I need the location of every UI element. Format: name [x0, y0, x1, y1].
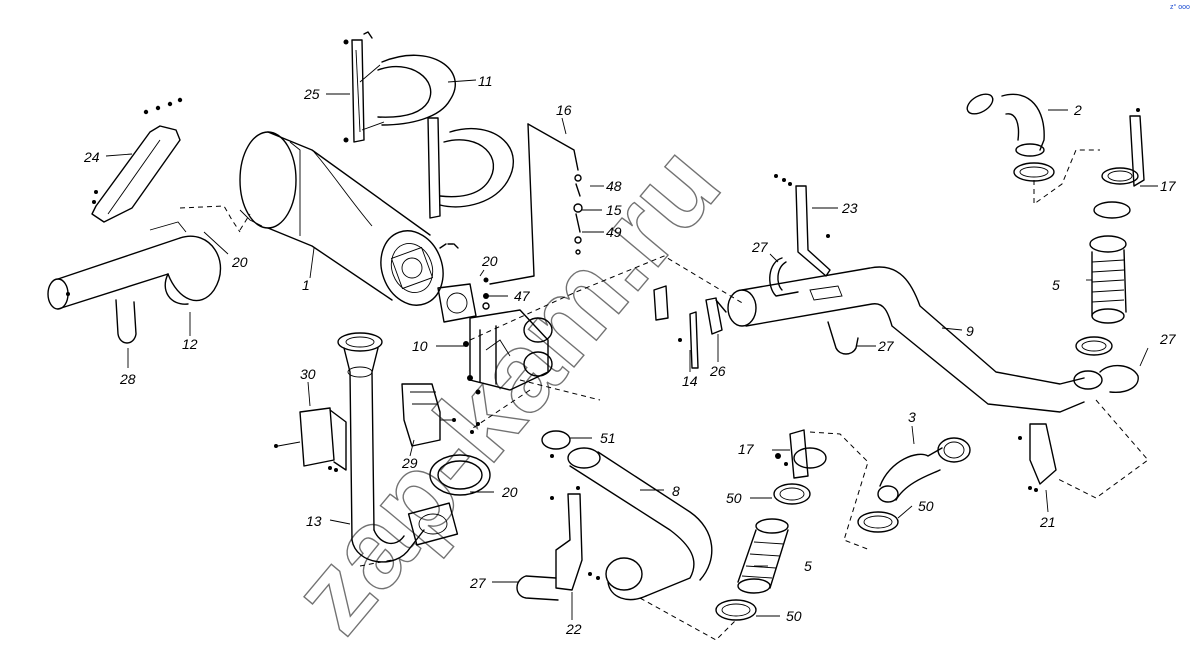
part-17-clamp-bracket-upper [1101, 108, 1145, 187]
callout-5-lower: 5 [804, 558, 812, 574]
callout-15: 15 [606, 202, 622, 218]
part-21-bracket [1018, 423, 1057, 492]
part-27-u-bolt-a [769, 257, 799, 297]
callout-25: 25 [303, 86, 320, 102]
part-17-clamp-bracket-lower [775, 429, 827, 479]
callout-28: 28 [119, 371, 136, 387]
part-50-clamp-right [857, 511, 899, 533]
callout-49: 49 [606, 224, 622, 240]
part-clamp-mid-right [1075, 336, 1113, 356]
callout-3: 3 [908, 409, 916, 425]
callout-22: 22 [565, 621, 582, 637]
callout-20-left: 20 [231, 254, 248, 270]
callout-27-right: 27 [1159, 331, 1177, 347]
part-27-u-bolt-b [827, 321, 859, 355]
callout-48: 48 [606, 178, 622, 194]
assembly-lines [179, 149, 1149, 641]
callout-50-mid: 50 [726, 490, 742, 506]
part-5-flex-pipe-lower [737, 518, 789, 594]
part-22-bracket [550, 486, 600, 591]
part-14-bracket [653, 285, 699, 369]
callout-27-lower: 27 [469, 575, 487, 591]
part-1-muffler [239, 131, 459, 306]
callout-23: 23 [841, 200, 858, 216]
part-29-bracket [401, 383, 456, 447]
part-20-gasket-upper [437, 283, 477, 323]
part-24-bracket [91, 97, 183, 223]
part-20-gasket-lower [407, 422, 491, 546]
leader-lines [105, 79, 1158, 620]
callout-14: 14 [682, 373, 698, 389]
callout-21: 21 [1039, 514, 1056, 530]
part-12-bent-pipe [47, 221, 222, 310]
part-3-elbow [877, 437, 971, 503]
part-28-u-bolt [115, 299, 137, 344]
part-50-clamp-mid [773, 483, 811, 505]
part-51-clamp [541, 430, 571, 458]
callout-2: 2 [1073, 102, 1082, 118]
callout-29: 29 [401, 455, 418, 471]
callouts: 1 2 3 5 5 8 9 10 11 12 13 14 15 16 17 17… [83, 73, 1177, 637]
callout-8: 8 [672, 483, 680, 499]
callout-50-bottom: 50 [786, 608, 802, 624]
part-25-bracket [343, 31, 373, 143]
callout-11: 11 [478, 73, 493, 89]
callout-13: 13 [306, 513, 322, 529]
part-13-pipe [337, 332, 425, 563]
callout-27-mid: 27 [877, 338, 895, 354]
callout-24: 24 [83, 149, 100, 165]
callout-9: 9 [966, 323, 974, 339]
callout-1: 1 [302, 277, 310, 293]
callout-20-upper: 20 [481, 253, 498, 269]
callout-12: 12 [182, 336, 198, 352]
callout-47: 47 [514, 288, 531, 304]
callout-17-lower: 17 [738, 441, 755, 457]
part-26-bracket [705, 297, 727, 335]
callout-16: 16 [556, 102, 572, 118]
callout-50-right: 50 [918, 498, 934, 514]
part-50-clamp-bottom [715, 599, 757, 621]
part-11-strap-upper [359, 54, 456, 131]
callout-30: 30 [300, 366, 316, 382]
callout-20-lower: 20 [501, 484, 518, 500]
part-5-flex-pipe-upper [1089, 201, 1131, 324]
callout-26: 26 [709, 363, 726, 379]
part-27-u-bolt-c [1099, 365, 1139, 393]
part-30-clamp-bracket [274, 407, 347, 472]
part-23-bracket [774, 174, 831, 277]
callout-5-upper: 5 [1052, 277, 1060, 293]
part-47-fitting [482, 277, 490, 310]
part-16-rod [489, 123, 583, 285]
part-27-u-bolt-d [516, 575, 559, 601]
part-9-long-pipe [727, 266, 1103, 413]
part-2-elbow [966, 93, 1055, 182]
callout-51: 51 [600, 430, 616, 446]
callout-10: 10 [412, 338, 428, 354]
corner-mark: z° ooo [1170, 3, 1190, 11]
part-8-pipe [567, 447, 713, 601]
callout-27-upper: 27 [751, 239, 769, 255]
callout-17-upper: 17 [1160, 178, 1177, 194]
part-10-exhaust-brake [463, 309, 553, 395]
part-11-strap-lower [427, 117, 514, 219]
